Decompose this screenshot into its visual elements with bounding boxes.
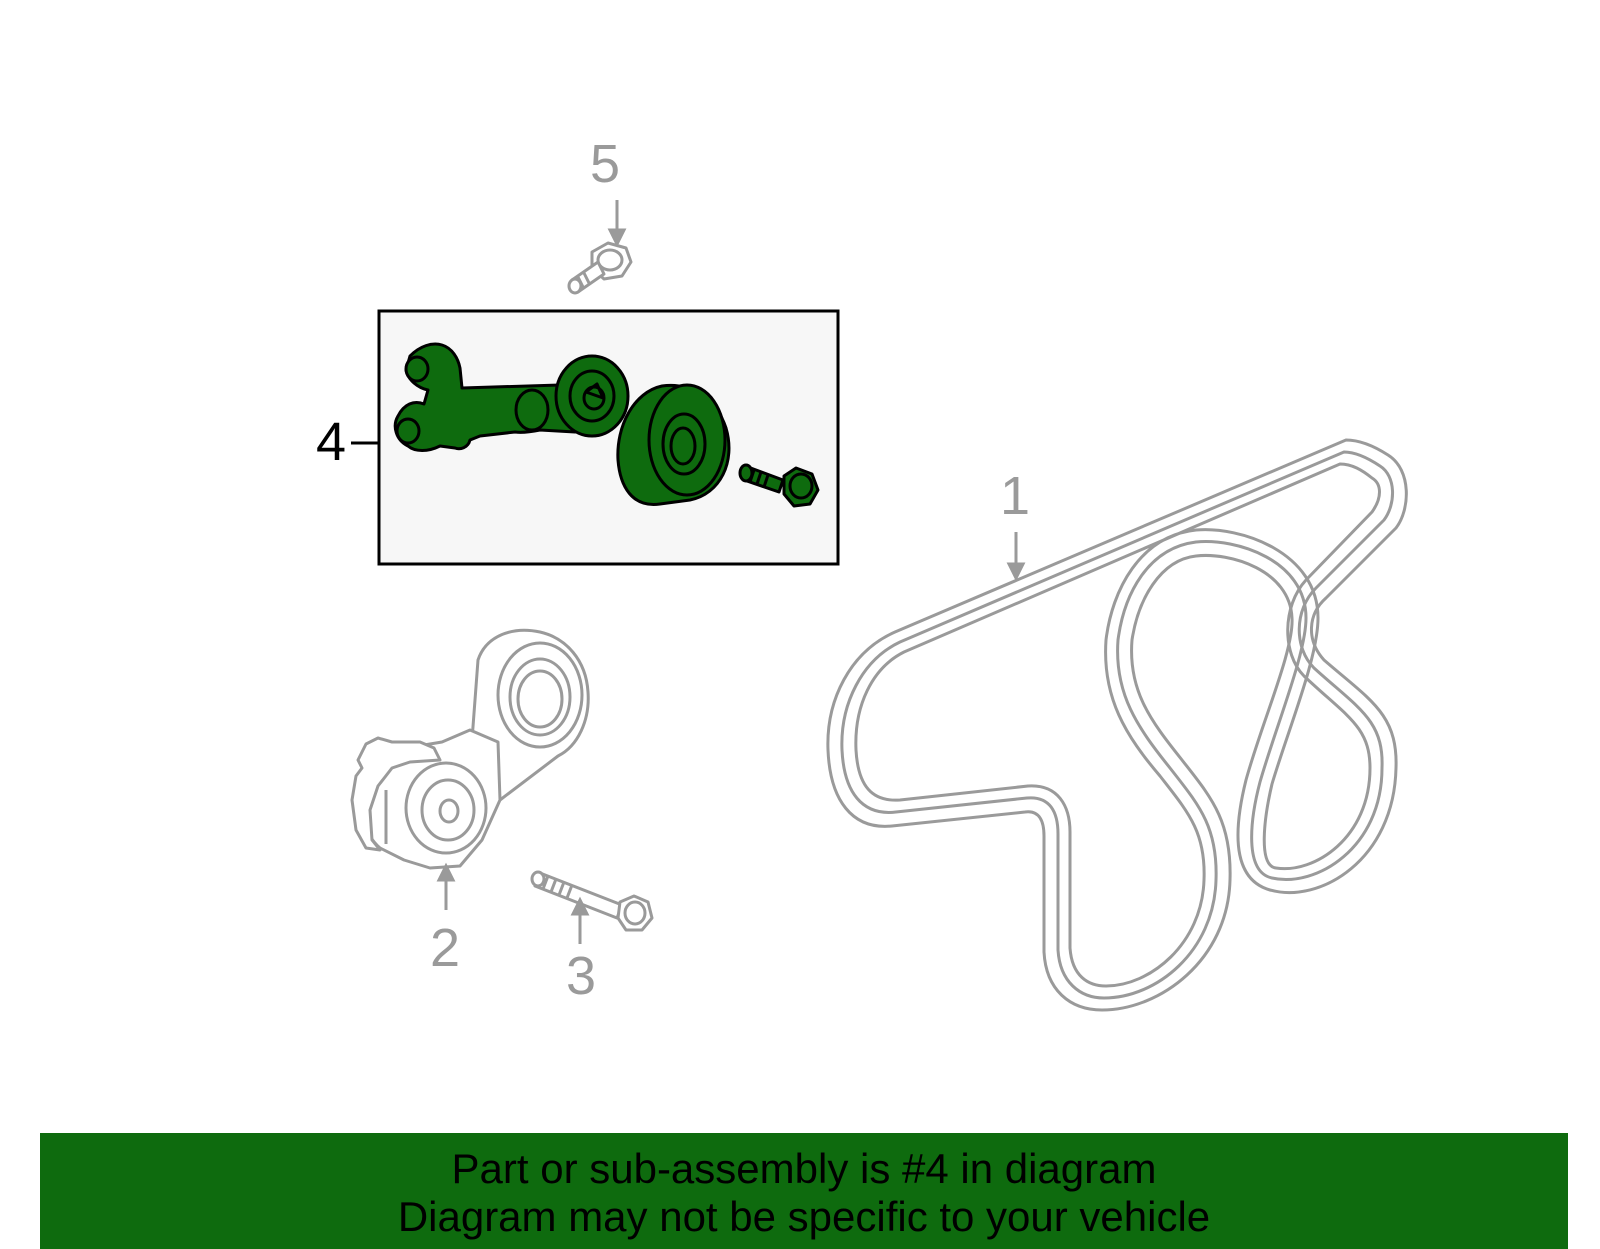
part-4-pulley-bolt	[738, 463, 820, 508]
callout-2-arrow	[436, 862, 456, 910]
callout-1-arrow	[1006, 532, 1026, 582]
callout-4: 4	[316, 412, 346, 472]
part-4-idler-pulley	[616, 383, 731, 506]
banner-line-1: Part or sub-assembly is #4 in diagram	[451, 1145, 1157, 1192]
part-1-serpentine-belt	[826, 438, 1408, 1012]
info-banner: Part or sub-assembly is #4 in diagram Di…	[40, 1133, 1568, 1249]
banner-line-2: Diagram may not be specific to your vehi…	[397, 1193, 1211, 1240]
part-3-bolt	[530, 870, 654, 932]
callout-2: 2	[430, 918, 460, 978]
callout-5: 5	[590, 134, 620, 194]
part-5-bolt	[567, 241, 633, 295]
callout-3: 3	[566, 946, 596, 1006]
part-4-tensioner-arm	[393, 342, 630, 452]
part-2-tensioner	[350, 628, 590, 870]
callout-1: 1	[1000, 466, 1030, 526]
callout-5-arrow	[607, 200, 627, 248]
callout-3-arrow	[570, 896, 590, 944]
